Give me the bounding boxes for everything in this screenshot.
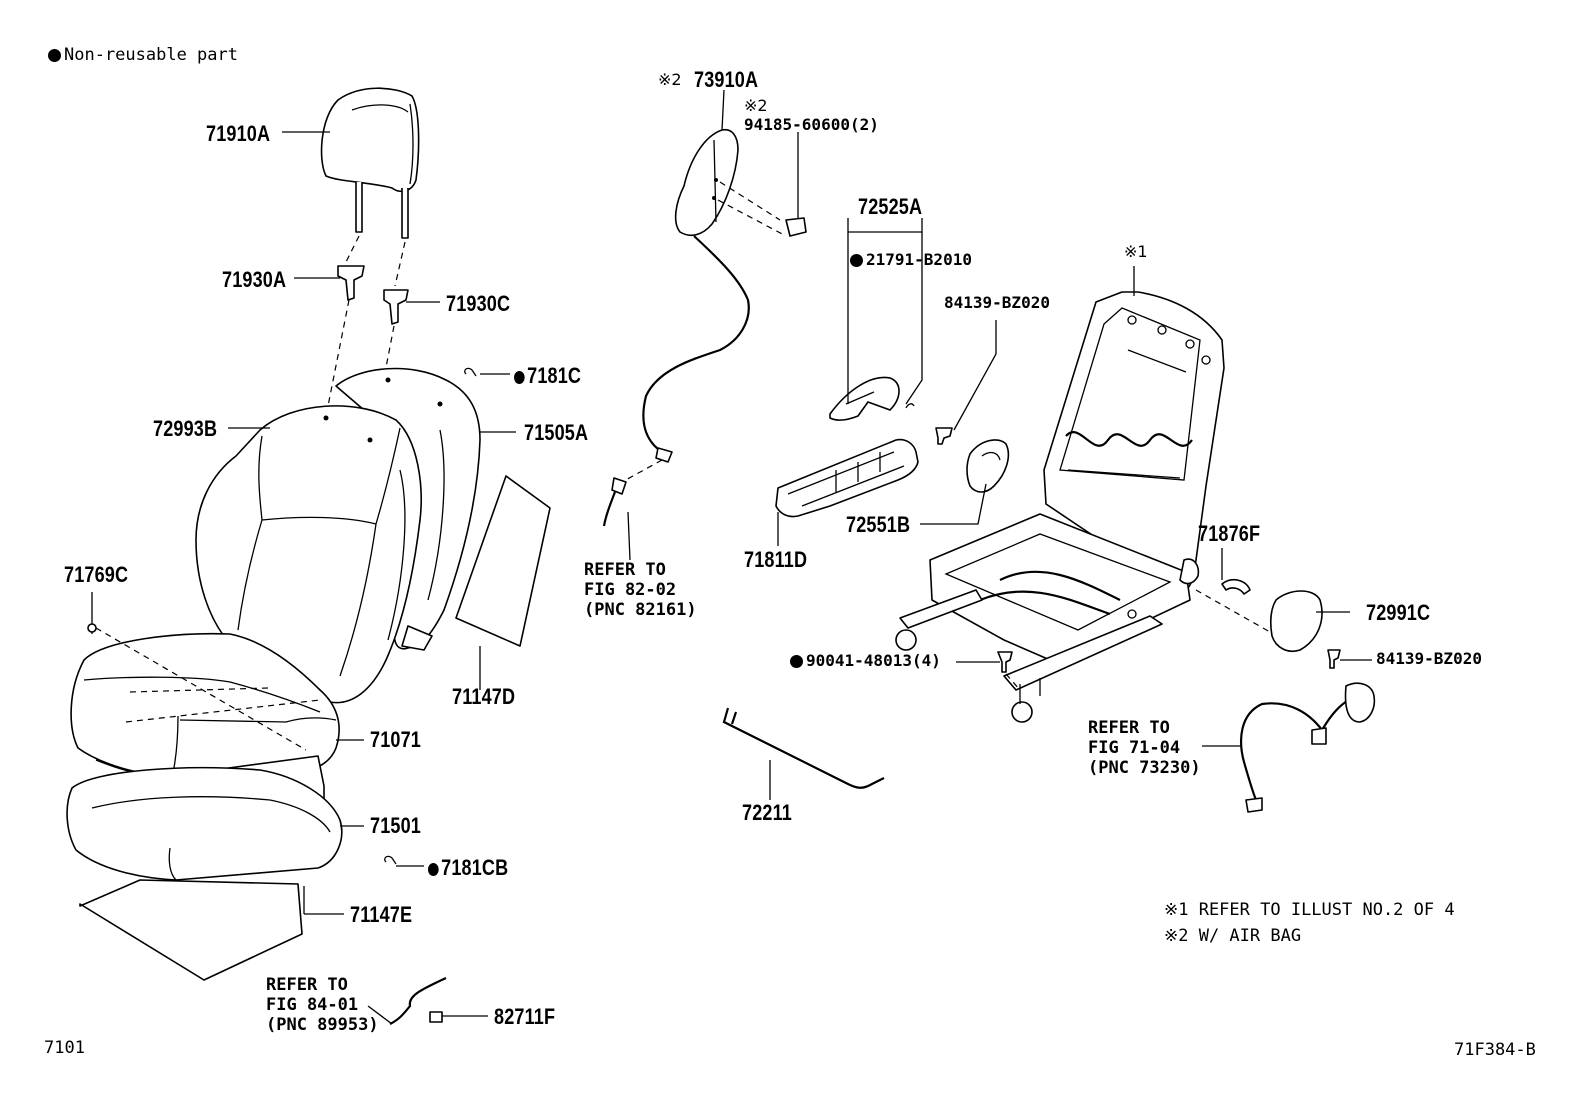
filled-dot-icon [514, 370, 525, 384]
label-94185-60600: 94185-60600(2) [744, 115, 879, 134]
side-airbag [602, 128, 807, 527]
leader-lines [91, 89, 1372, 1025]
filled-dot-icon [428, 862, 439, 876]
label-71505A: 71505A [524, 420, 589, 445]
label-71147E: 71147E [350, 902, 413, 927]
label-71769C: 71769C [64, 562, 129, 587]
label-72525A: 72525A [858, 194, 923, 219]
side-shield [775, 438, 919, 518]
label-71930A: 71930A [222, 267, 287, 292]
label-84139-BZ020-right: 84139-BZ020 [1376, 649, 1482, 668]
label-73910A: 73910A [694, 67, 759, 92]
hog-rings [87, 367, 477, 865]
seatback-sheet [455, 475, 551, 690]
headrest [320, 87, 420, 287]
seat-harness-82711F [389, 977, 447, 1025]
label-71930C: 71930C [446, 291, 511, 316]
label-21791-B2010: 21791-B2010 [850, 252, 972, 268]
footer-illustration-code: 71F384-B [1454, 1040, 1536, 1060]
label-71147D: 71147D [452, 684, 516, 709]
note-2: ※2 W/ AIR BAG [1164, 926, 1302, 946]
frame-bolts [997, 651, 1021, 691]
seatback-cover [195, 377, 443, 704]
rod-72211 [722, 707, 885, 789]
mark-2-airbag: ※2 [658, 70, 682, 89]
reference-fig-82-02: REFER TO FIG 82-02 (PNC 82161) [584, 560, 697, 620]
mark-1-frame: ※1 [1124, 242, 1148, 261]
label-71876F: 71876F [1198, 521, 1261, 546]
recliner-cover [829, 376, 915, 421]
filled-dot-icon [790, 655, 803, 668]
filled-dot-icon [850, 254, 863, 267]
label-84139-BZ020-top: 84139-BZ020 [944, 293, 1050, 312]
label-7181C: 7181C [514, 365, 581, 387]
cushion-pad [66, 766, 343, 881]
seat-frame [895, 291, 1225, 723]
belt-harness [1240, 682, 1376, 813]
label-90041-48013: 90041-48013(4) [790, 653, 941, 669]
bolt-and-cover [935, 427, 1010, 493]
label-72211: 72211 [742, 800, 792, 825]
clip-71876F [1195, 578, 1271, 633]
cushion-bottom-sheet [79, 879, 305, 981]
note-1: ※1 REFER TO ILLUST NO.2 OF 4 [1164, 900, 1455, 920]
footer-page-code: 7101 [44, 1038, 85, 1058]
reference-fig-84-01: REFER TO FIG 84-01 (PNC 89953) [266, 975, 379, 1035]
label-72551B: 72551B [846, 512, 911, 537]
label-7181CB: 7181CB [428, 857, 508, 879]
label-71501: 71501 [370, 813, 421, 838]
legend: Non-reusable part [48, 47, 238, 64]
label-71811D: 71811D [744, 547, 808, 572]
reference-fig-71-04: REFER TO FIG 71-04 (PNC 73230) [1088, 718, 1201, 778]
label-71071: 71071 [370, 727, 421, 752]
label-82711F: 82711F [494, 1004, 556, 1029]
label-72991C: 72991C [1366, 600, 1431, 625]
recliner-knob-cover [1270, 590, 1341, 669]
label-72993B: 72993B [153, 416, 218, 441]
label-71910A: 71910A [206, 121, 271, 146]
legend-text: Non-reusable part [64, 45, 238, 65]
filled-dot-icon [48, 48, 61, 62]
mark-2-bolt: ※2 [744, 96, 768, 115]
